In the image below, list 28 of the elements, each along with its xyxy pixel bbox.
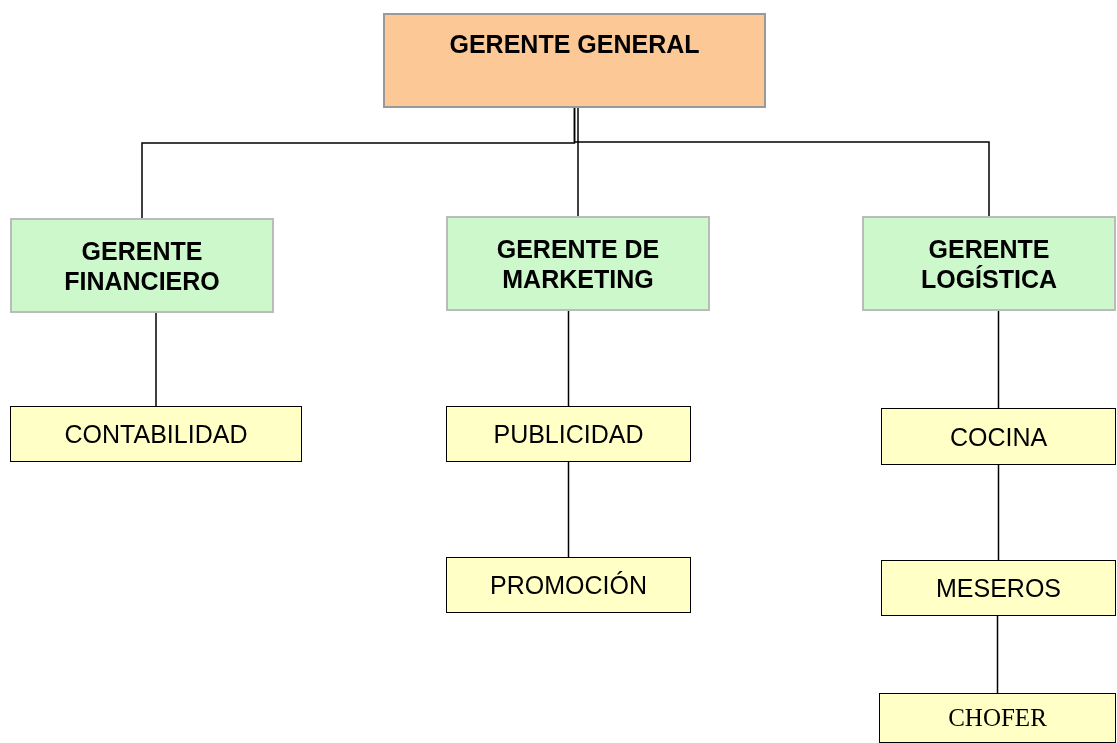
- position-label: CHOFER: [948, 703, 1047, 733]
- position-label: PUBLICIDAD: [493, 419, 644, 449]
- manager-box: [10, 218, 274, 313]
- department-box: [10, 406, 302, 462]
- connector-line: [997, 310, 1000, 409]
- connector-line: [577, 107, 579, 217]
- department-box: [881, 560, 1116, 616]
- position-label: GERENTE FINANCIERO: [63, 235, 221, 296]
- connector-line: [997, 464, 1000, 561]
- manager-box: [446, 216, 710, 311]
- position-label: GERENTE LOGÍSTICA: [919, 233, 1059, 294]
- connector-line: [567, 310, 570, 407]
- connector-line: [573, 107, 990, 217]
- connector-line: [996, 615, 999, 694]
- connector-line: [567, 461, 570, 558]
- position-label: GERENTE DE MARKETING: [495, 233, 661, 294]
- position-label: COCINA: [949, 421, 1048, 452]
- department-box: [446, 406, 691, 462]
- position-label: GERENTE GENERAL: [449, 29, 700, 59]
- manager-box: [862, 216, 1116, 311]
- top-position-box: [383, 13, 766, 108]
- connector-line: [155, 312, 157, 407]
- department-box: [446, 557, 691, 613]
- position-label: PROMOCIÓN: [490, 570, 647, 600]
- position-label: CONTABILIDAD: [64, 419, 248, 449]
- department-box: [881, 408, 1116, 465]
- position-label: MESEROS: [936, 573, 1061, 603]
- department-box: [879, 693, 1116, 743]
